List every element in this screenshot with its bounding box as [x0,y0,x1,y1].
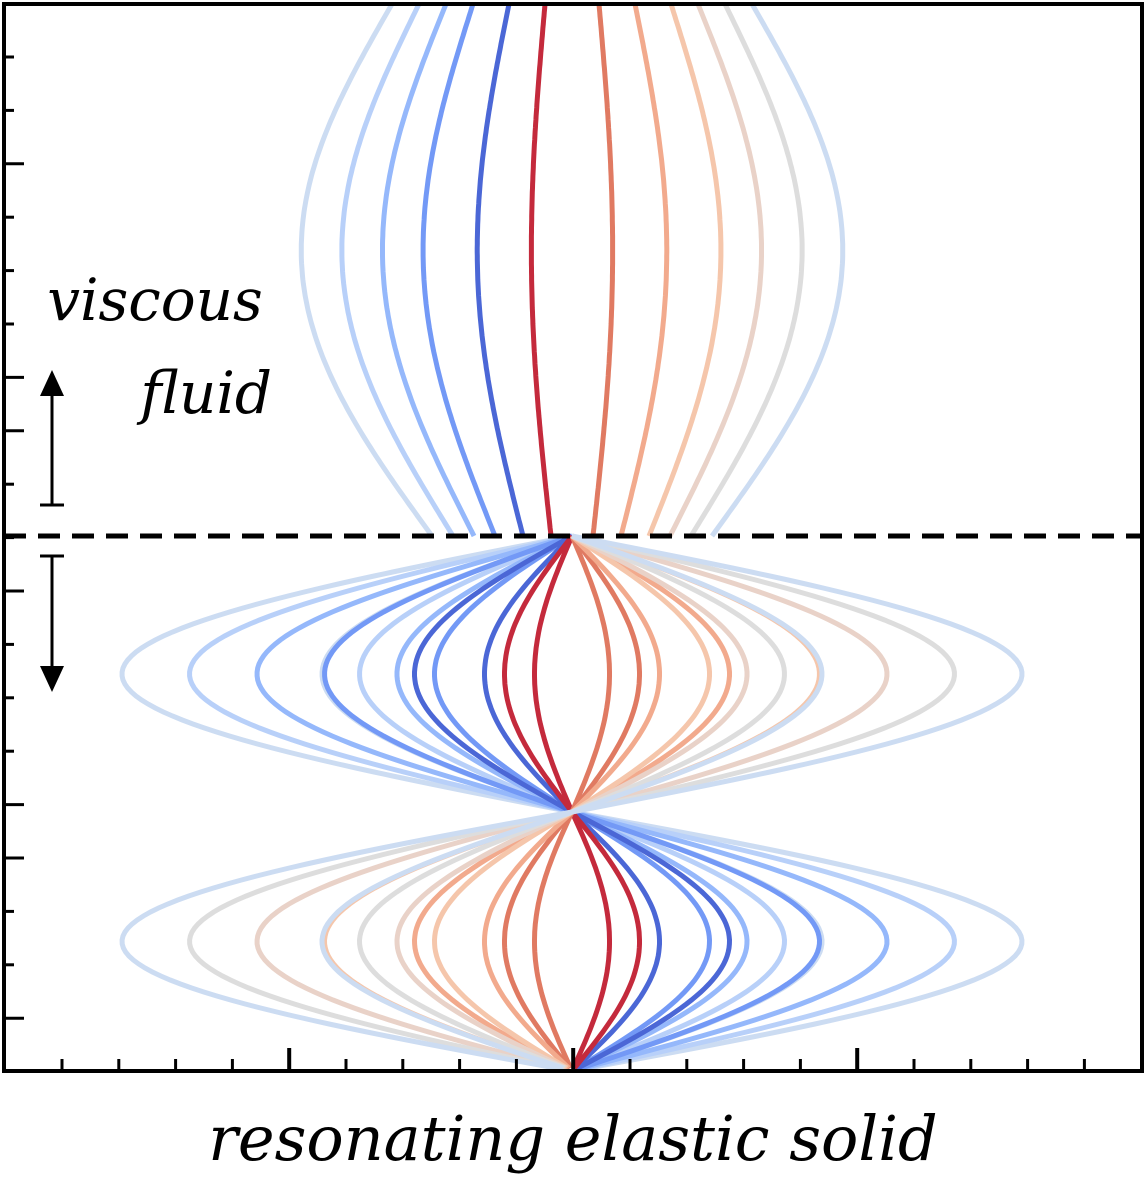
fluid-mode-curve [688,4,805,538]
solid-label: resonating elastic solid [208,1102,937,1175]
solid-mode-curve [119,533,1025,1071]
solid-mode-curve [482,534,662,1070]
solid-mode-curve [432,533,713,1071]
solid-mode-curve [321,533,822,1071]
fluid-mode-curve [380,4,477,538]
solid-mode-curve [412,533,733,1071]
solid-mode-curve [502,534,642,1070]
fluid-mode-curve [618,4,670,537]
fluid-label-line2: fluid [136,359,272,427]
fluid-mode-curve [528,4,554,537]
solid-mode-curve [254,533,890,1071]
solid-mode-curve [431,533,712,1071]
fluid-label-line1: viscous [47,266,263,334]
fluid-mode-curve [339,4,456,538]
displacement-curves [119,4,1025,1071]
solid-mode-curve [532,535,612,1070]
fluid-mode-curve [646,4,724,537]
solid-mode-curve [532,535,612,1070]
fluid-mode-curve [474,4,526,537]
fluid-mode-curve [667,4,764,538]
solid-arrow [40,554,64,692]
solid-mode-curve [254,533,890,1071]
solid-mode-curve [119,533,1025,1071]
fluid-mode-curve [590,4,616,537]
axis-ticks [4,55,1086,1071]
fluid-mode-curve [420,4,498,537]
fluid-mode-curve [709,4,846,538]
fluid-mode-curve [298,4,435,538]
solid-mode-curve [322,533,823,1071]
fluid-arrow [40,370,64,507]
solid-mode-curve [319,533,825,1071]
